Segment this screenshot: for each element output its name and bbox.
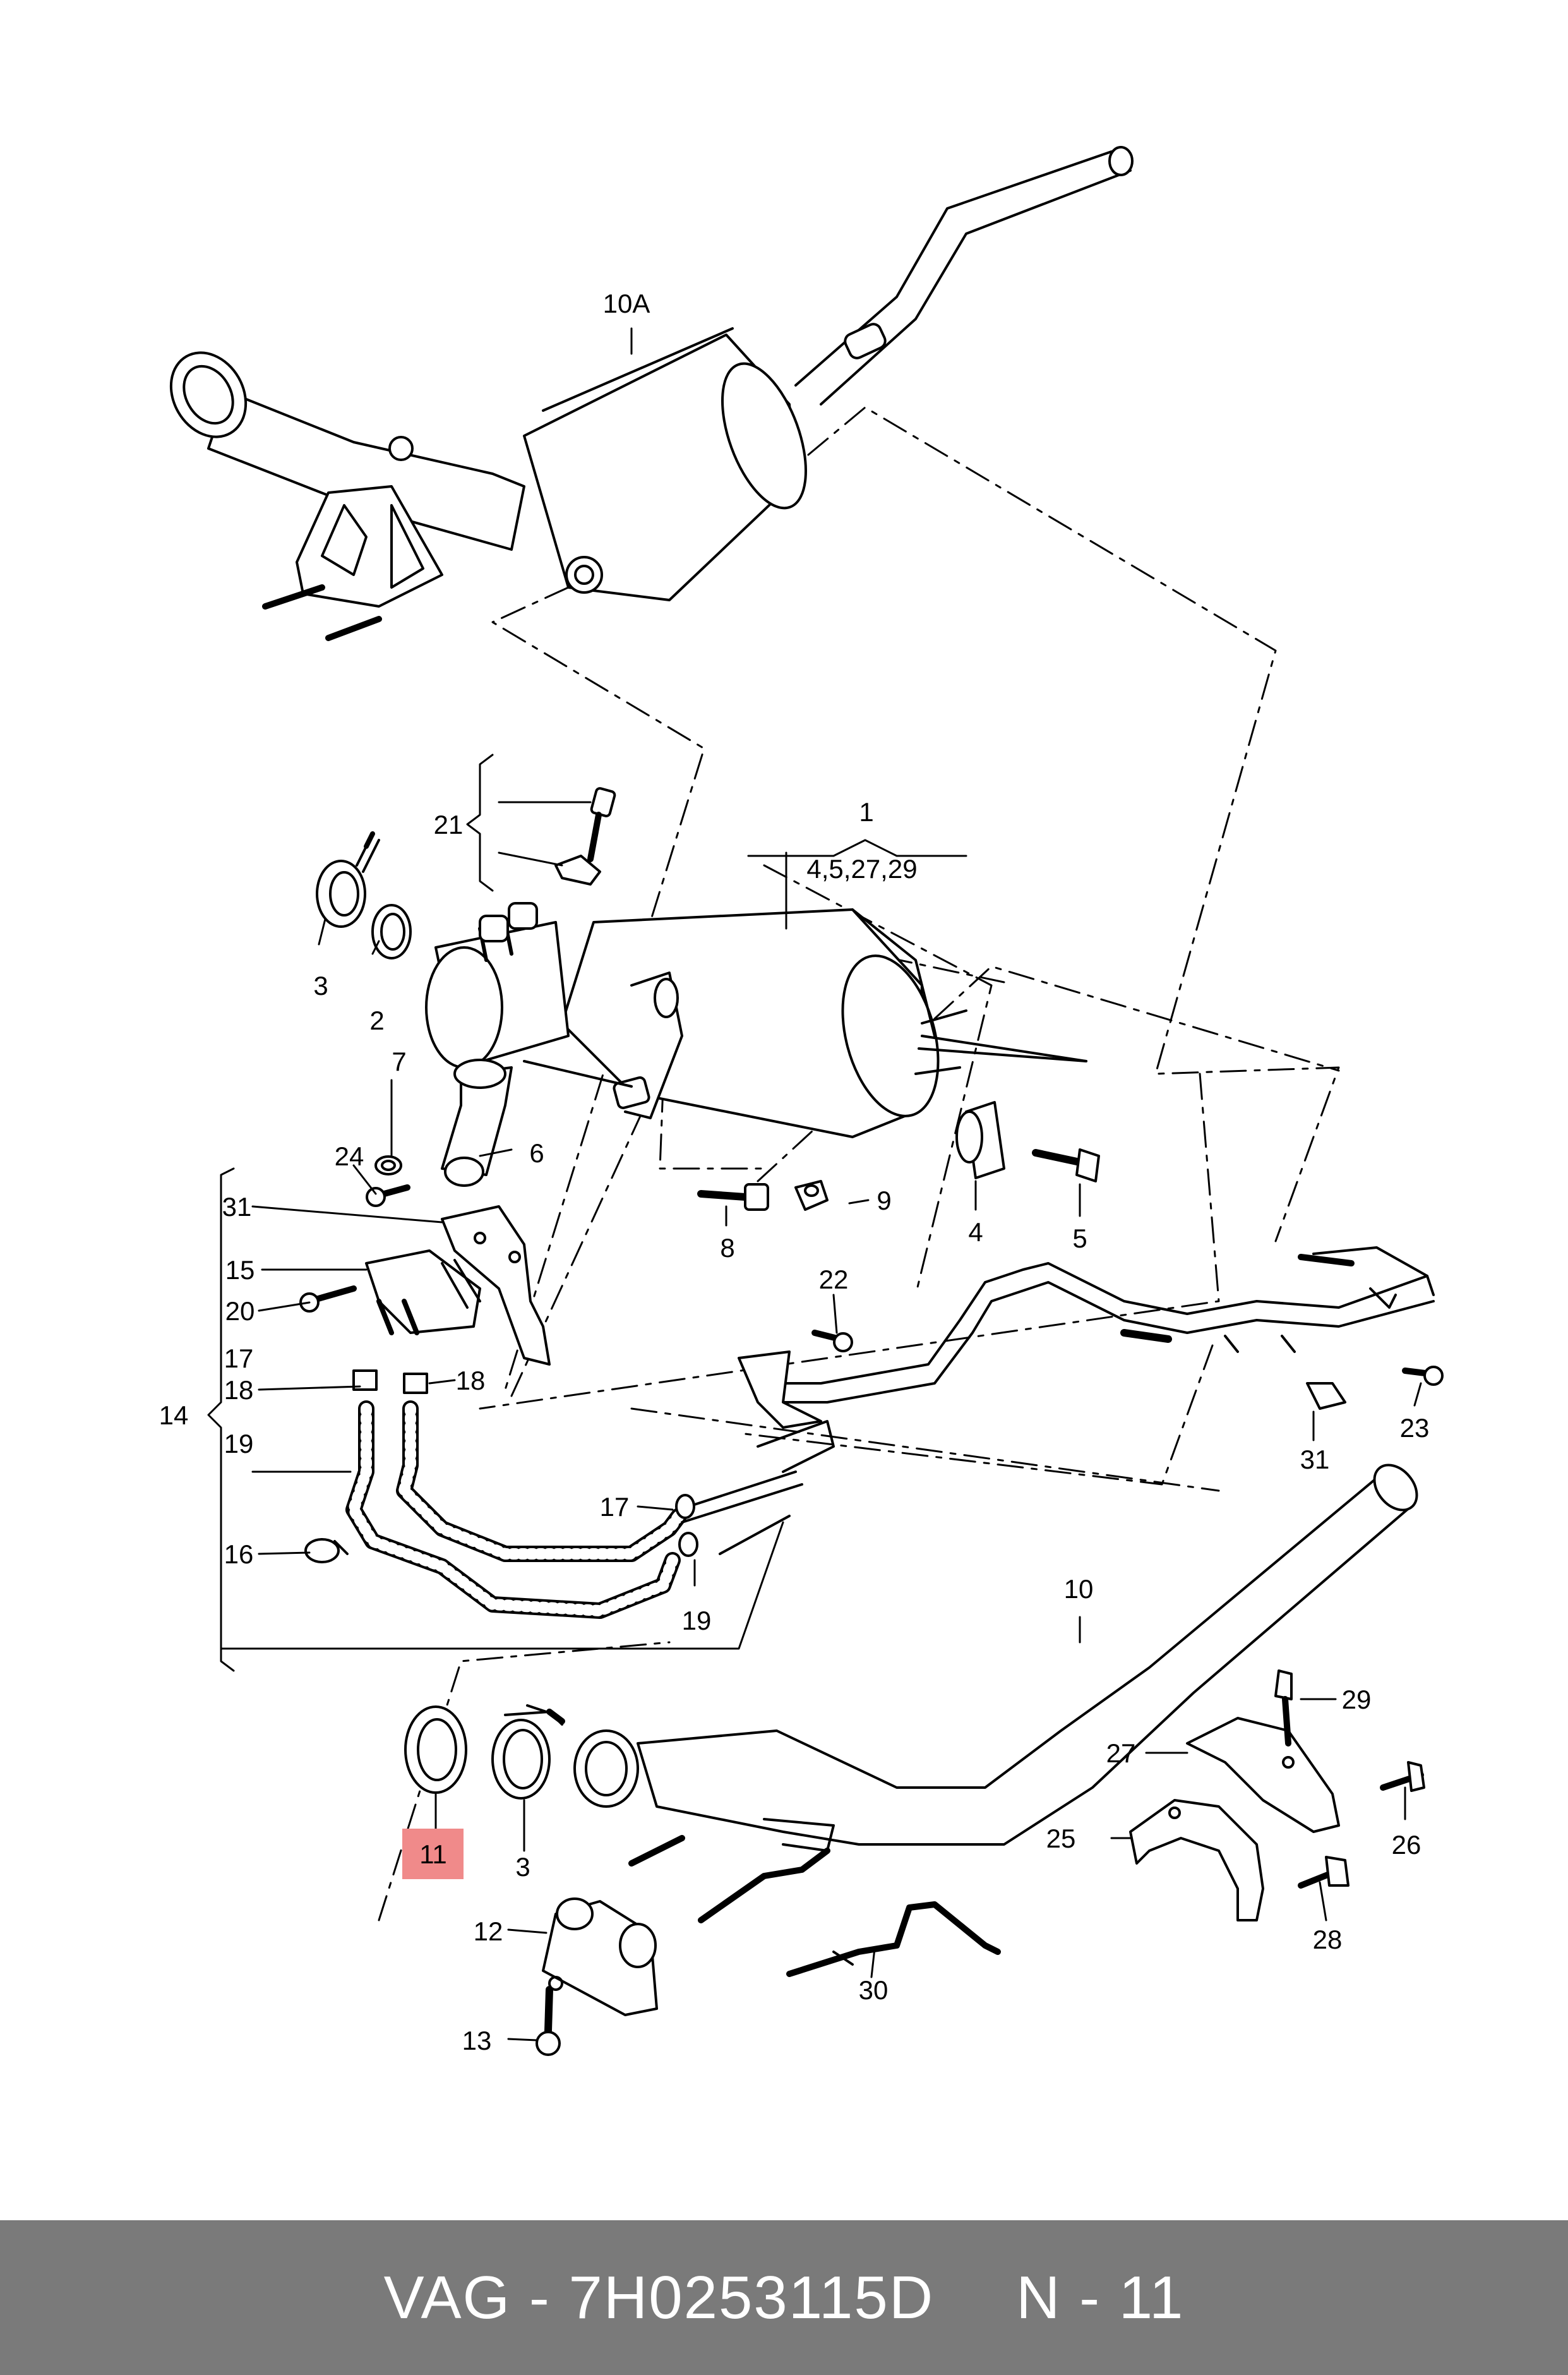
- clip-18-right: [403, 1373, 428, 1394]
- hoses-19: [345, 1400, 687, 1619]
- callout-9: 9: [877, 1186, 891, 1215]
- callout-10: 10: [1064, 1574, 1094, 1604]
- callout-5: 5: [1072, 1224, 1087, 1253]
- clamp-3-lower: [491, 1704, 565, 1800]
- bush-4: [955, 1101, 1005, 1179]
- clamp-16: [304, 1538, 349, 1563]
- footer-brand: VAG: [383, 2263, 512, 2331]
- callout-1: 1: [859, 797, 873, 827]
- bracket-31-left: [441, 1205, 551, 1366]
- gasket-11: [404, 1705, 467, 1794]
- particulate-filter-1: [425, 902, 1087, 1138]
- callout-17-left: 17: [224, 1344, 254, 1373]
- footer-bar: VAG - 7H0253115D N - 11: [0, 2220, 1568, 2375]
- exhaust-parts-diagram: 10A 21 1 4,5,27,29 3 2 7 6 24 31 15 20 1…: [159, 146, 1444, 2056]
- callout-3-top: 3: [313, 971, 328, 1001]
- callout-10a: 10A: [603, 289, 650, 318]
- clip-31-right: [1224, 1335, 1346, 1410]
- callout-27: 27: [1106, 1738, 1136, 1768]
- callout-31-left: 31: [222, 1192, 252, 1222]
- callout-31-right: 31: [1300, 1445, 1330, 1474]
- footer-separator: -: [529, 2263, 551, 2331]
- callout-1-sub: 4,5,27,29: [806, 854, 917, 884]
- bolt-5: [1032, 1148, 1100, 1182]
- callout-21: 21: [434, 810, 464, 839]
- callout-2: 2: [369, 1006, 384, 1035]
- callout-6: 6: [529, 1138, 544, 1168]
- bolt-21: [554, 787, 616, 886]
- callout-14: 14: [159, 1400, 189, 1430]
- callout-16: 16: [224, 1539, 254, 1569]
- mount-12: [542, 1897, 658, 2016]
- rod-30: [786, 1901, 1001, 1977]
- catalytic-converter-10a: [169, 146, 1134, 641]
- callout-18-right: 18: [456, 1366, 486, 1395]
- center-bracket: [738, 1350, 822, 1429]
- footer-position-label: N - 11: [1016, 2263, 1185, 2331]
- callout-12: 12: [474, 1916, 503, 1946]
- callout-25: 25: [1046, 1824, 1076, 1853]
- callout-8: 8: [720, 1233, 734, 1263]
- callout-26: 26: [1392, 1830, 1421, 1860]
- bolt-28: [1298, 1856, 1350, 1889]
- bolt-13: [536, 1986, 561, 2056]
- callout-28: 28: [1313, 1925, 1343, 1954]
- clamp-3-top: [316, 831, 380, 928]
- callout-23: 23: [1400, 1413, 1430, 1443]
- heat-shield-27: [1186, 1717, 1340, 1833]
- callout-4: 4: [968, 1217, 983, 1247]
- callout-30: 30: [859, 1975, 889, 2005]
- callout-18-left: 18: [224, 1375, 254, 1405]
- pipes-17: [675, 1420, 835, 1557]
- pressure-pipes: [757, 1246, 1435, 1404]
- callout-labels: 10A 21 1 4,5,27,29 3 2 7 6 24 31 15 20 1…: [159, 289, 1430, 2055]
- callout-11-highlight: [402, 1829, 464, 1879]
- callout-17-right: 17: [600, 1492, 630, 1522]
- callout-22: 22: [819, 1265, 849, 1294]
- bolt-29: [1274, 1669, 1293, 1747]
- footer-part-number: 7H0253115D: [568, 2263, 935, 2331]
- bolt-20: [299, 1285, 357, 1313]
- bolt-8: [697, 1183, 769, 1211]
- bolt-26: [1380, 1761, 1425, 1792]
- bolt-24: [366, 1184, 410, 1207]
- callout-20: 20: [225, 1296, 255, 1326]
- leader-lines: [207, 327, 1422, 2041]
- bracket-25: [1129, 1799, 1264, 1921]
- callout-19-left: 19: [224, 1429, 254, 1458]
- nut-9: [794, 1180, 829, 1211]
- callout-24: 24: [335, 1141, 364, 1171]
- gasket-2-top: [371, 904, 412, 959]
- bolt-23: [1402, 1366, 1444, 1386]
- bolt-22: [811, 1330, 853, 1352]
- exhaust-pipe-10: [573, 1464, 1418, 1923]
- callout-29: 29: [1342, 1685, 1372, 1714]
- callout-7: 7: [392, 1047, 406, 1076]
- callout-3-lower: 3: [515, 1852, 530, 1882]
- callout-15: 15: [225, 1255, 255, 1285]
- callout-11: 11: [419, 1839, 447, 1869]
- pressure-sensor-15: [365, 1249, 481, 1335]
- link-6: [374, 1059, 633, 1187]
- callout-13: 13: [462, 2026, 492, 2055]
- callout-19-right: 19: [682, 1606, 712, 1635]
